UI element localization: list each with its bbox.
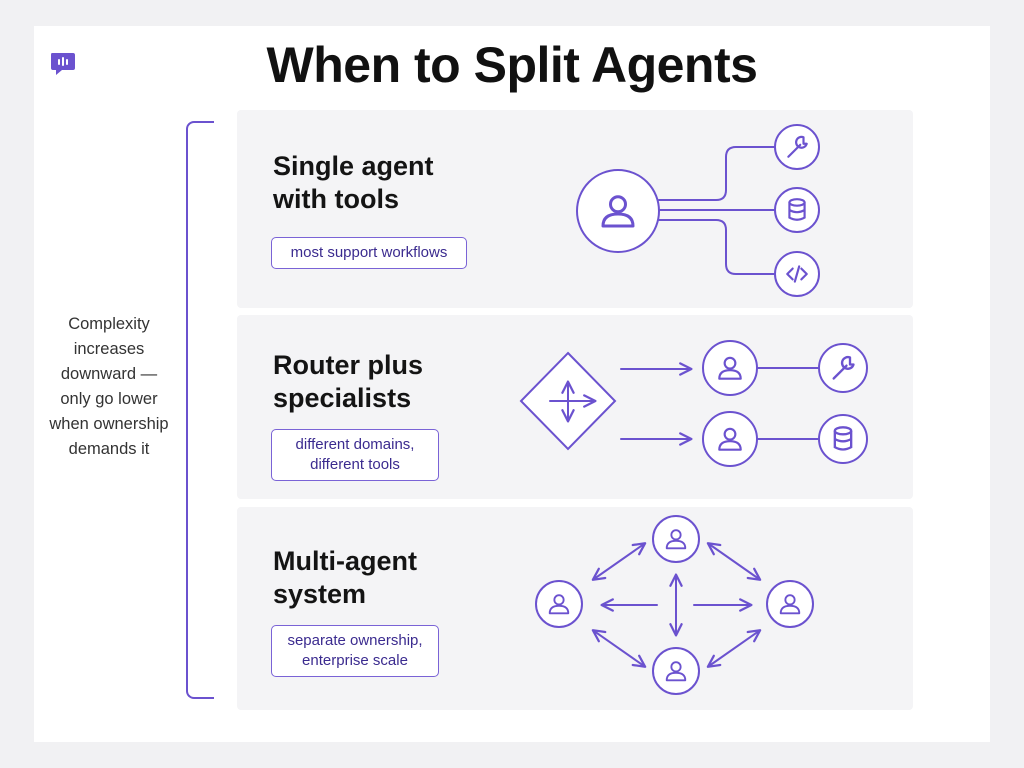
tier-tag: separate ownership, enterprise scale [271,625,439,677]
arrow-icon [706,629,762,668]
tier-title: Router plus specialists [273,350,424,413]
router-arrows-icon [549,380,597,423]
arrow-icon [706,542,762,581]
router-diagram [519,340,868,467]
single-agent-diagram [576,124,820,297]
tier-title: Single agent with tools [273,151,434,214]
tier-title: Multi-agent system [273,546,417,609]
page-title: When to Split Agents [266,37,758,93]
connector-line [658,146,775,201]
arrow-icon [591,629,647,668]
multi-agent-diagram [535,515,814,695]
tool-node [774,187,820,233]
tool-node [818,414,868,464]
complexity-note: Complexity increases downward — only go … [49,315,169,458]
tier-tag: most support workflows [271,237,467,269]
complexity-bracket [186,121,214,699]
tier-tag: different domains, different tools [271,429,439,481]
arrow-icon [591,542,647,581]
chat-logo-icon [51,53,75,75]
connector-line [658,219,775,275]
